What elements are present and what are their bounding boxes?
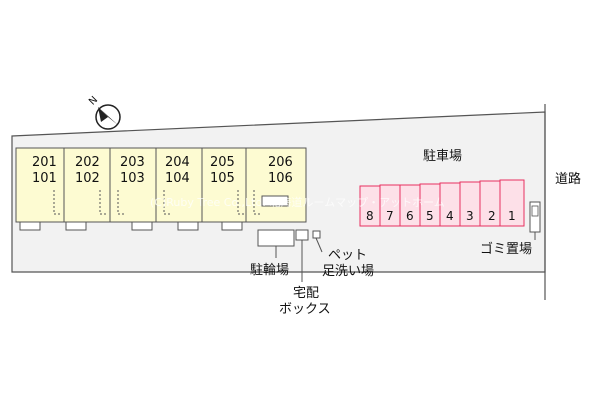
unit-labels: 201 101 202 102 203 103 204 104 205 105 … [32,155,293,186]
unit-label: 202 [75,155,100,170]
svg-text:N: N [87,95,100,108]
pet-label: ペット [328,248,367,263]
stall-number: 6 [406,209,414,223]
unit-label: 203 [120,155,145,170]
watermark: (C)Ruby Tree Co.,Ltd. 北海道ルームマップ・アットホーム [150,195,445,209]
unit-label: 106 [268,171,293,186]
entrance-steps [19,195,289,231]
stall-number: 3 [466,209,474,223]
bicycle-label: 駐輪場 [250,262,289,278]
unit-label: 206 [268,155,293,170]
parking-stalls [359,179,525,227]
apartment-building [15,147,307,223]
unit-label: 101 [32,171,57,186]
stall-number: 7 [386,209,394,223]
delivery-box [295,229,309,241]
pet-label: 足洗い場 [322,264,374,279]
parking-label: 駐車場 [423,149,462,164]
unit-label: 105 [210,171,235,186]
unit-label: 104 [165,171,190,186]
garbage-label: ゴミ置場 [480,241,532,257]
stall-number: 4 [446,209,454,223]
delivery-label: ボックス [279,302,331,317]
unit-label: 205 [210,155,235,170]
unit-label: 204 [165,155,190,170]
stall-number: 8 [366,209,374,223]
stair-marks [53,190,260,215]
stall-number: 5 [426,209,434,223]
delivery-label: 宅配 [293,286,319,301]
unit-label: 201 [32,155,57,170]
bicycle-parking [257,229,295,247]
north-arrow-icon: N [87,95,121,130]
unit-label: 103 [120,171,145,186]
stall-number: 1 [508,209,516,223]
stall-numbers: 8 7 6 5 4 3 2 1 [366,209,516,223]
unit-label: 102 [75,171,100,186]
unit-dividers [63,148,247,222]
road-label: 道路 [555,171,581,187]
stall-number: 2 [488,209,496,223]
pet-foot-wash [312,230,321,239]
